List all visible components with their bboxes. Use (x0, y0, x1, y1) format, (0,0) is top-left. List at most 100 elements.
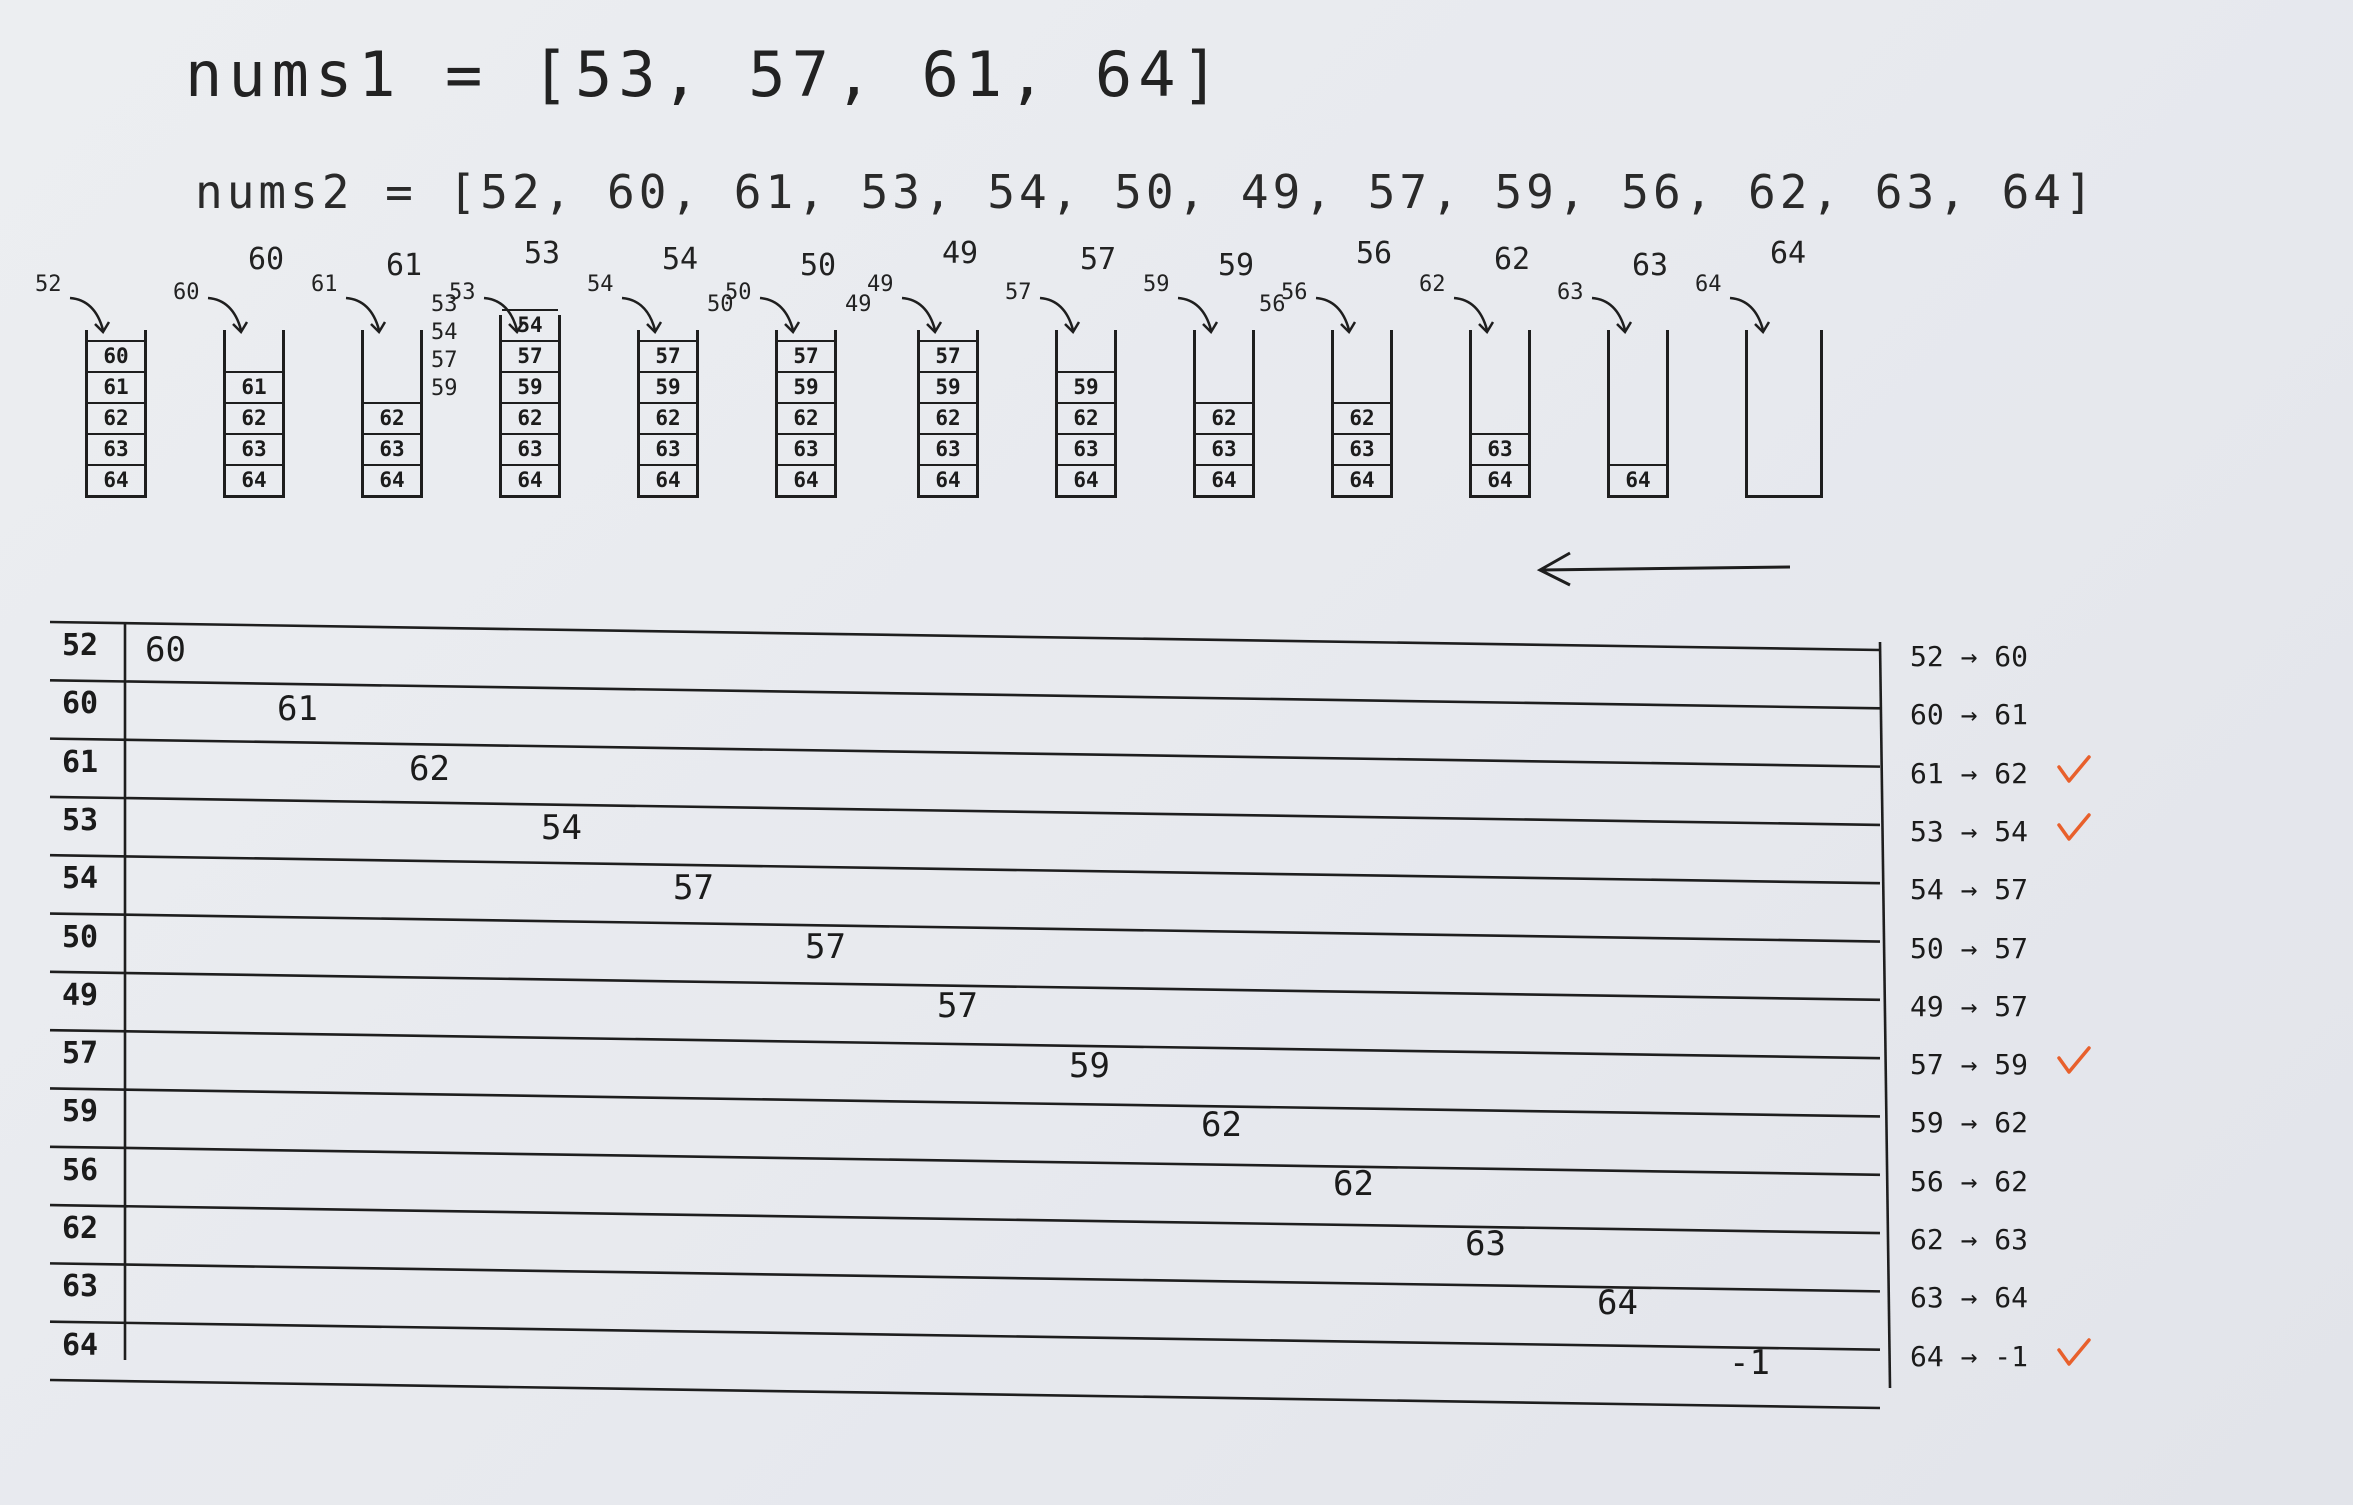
stack-cell: 64 (502, 464, 558, 495)
next-greater-value: 64 (1597, 1283, 1638, 1324)
next-greater-value: 62 (1201, 1105, 1242, 1146)
table-row-line (49, 795, 1881, 827)
stack-side-note: 53 (431, 292, 458, 317)
push-arrow-icon (1315, 296, 1357, 335)
stack-head-label: 59 (1218, 248, 1255, 283)
stack-head-label: 62 (1494, 242, 1531, 277)
stack-cell: 63 (502, 433, 558, 464)
stack-cell: 63 (1196, 433, 1252, 464)
stack-cell: 63 (364, 433, 420, 464)
push-arrow-icon (1177, 296, 1219, 335)
stack-bucket: 64 (1607, 330, 1669, 498)
mapping-entry: 61 → 62 (1910, 756, 2029, 790)
mapping-entry: 52 → 60 (1910, 640, 2029, 673)
mapping-entry: 56 → 62 (1910, 1164, 2029, 1198)
nums1-array: nums1 = [53, 57, 61, 64] (185, 38, 1225, 111)
stack-cell: 54 (502, 309, 558, 340)
stack-cell: 60 (88, 340, 144, 371)
stack-head-label: 54 (662, 242, 699, 277)
stack-cell: 57 (920, 340, 976, 371)
push-arrow-icon (901, 296, 943, 335)
stack-cell: 59 (1058, 371, 1114, 402)
stack-pointer-label: 52 (35, 272, 62, 297)
mapping-entry: 60 → 61 (1910, 698, 2029, 732)
table-row-line (49, 912, 1881, 943)
check-icon (2057, 1046, 2091, 1074)
mapping-entry: 54 → 57 (1910, 873, 2029, 907)
table-row-label: 62 (62, 1211, 99, 1247)
stack-pointer-label: 59 (1143, 272, 1170, 297)
stack-cell: 64 (1334, 464, 1390, 495)
stack-cell: 63 (88, 433, 144, 464)
nums2-array: nums2 = [52, 60, 61, 53, 54, 50, 49, 57,… (195, 165, 2097, 219)
next-greater-value: 54 (541, 808, 582, 849)
stack-pointer-label: 61 (311, 272, 338, 297)
stack-side-note: 49 (845, 292, 872, 317)
stack-head-label: 49 (942, 236, 979, 271)
stack-cell: 62 (920, 402, 976, 433)
stack-head-label: 57 (1080, 242, 1117, 277)
check-icon (2057, 754, 2091, 783)
stack-cell: 62 (1334, 402, 1390, 433)
stack-cell: 64 (920, 464, 976, 495)
push-arrow-icon (759, 296, 801, 335)
stack-cell: 61 (226, 371, 282, 402)
stack-cell: 62 (364, 402, 420, 433)
table-row-line (49, 1203, 1881, 1235)
stack-cell: 64 (1058, 464, 1114, 495)
stack-side-note: 54 (431, 320, 458, 345)
table-row-label: 57 (62, 1036, 99, 1072)
stack-cell: 57 (778, 340, 834, 371)
table-row-label: 53 (62, 802, 99, 838)
stack-cell: 59 (920, 371, 976, 402)
push-arrow-icon (1039, 296, 1081, 335)
mapping-entry: 53 → 54 (1910, 814, 2029, 848)
stack-pointer-label: 50 (725, 280, 752, 305)
mapping-entry: 64 → -1 (1910, 1339, 2029, 1373)
next-greater-value: -1 (1729, 1342, 1770, 1383)
mapping-entry: 57 → 59 (1910, 1048, 2029, 1082)
push-arrow-icon (1591, 296, 1633, 335)
next-greater-value: 57 (805, 926, 846, 967)
stack-cell: 64 (1610, 464, 1666, 495)
stack-cell: 57 (502, 340, 558, 371)
table-row-label: 54 (62, 861, 99, 897)
stack-cell: 64 (364, 464, 420, 495)
stack-head-label: 63 (1632, 248, 1669, 283)
table-row-line (49, 1028, 1881, 1060)
arrow-left-icon (1536, 551, 1791, 587)
stack-cell: 62 (226, 402, 282, 433)
stack-cell: 59 (502, 371, 558, 402)
table-row-line (49, 1378, 1881, 1410)
mapping-entry: 50 → 57 (1910, 931, 2029, 965)
table-row-label: 60 (62, 686, 99, 722)
table-row-label: 56 (62, 1152, 99, 1188)
stack-pointer-label: 53 (449, 280, 476, 305)
table-row-line (49, 1145, 1881, 1177)
stack-head-label: 60 (248, 242, 285, 277)
table-row-label: 64 (62, 1327, 99, 1363)
next-greater-value: 60 (145, 630, 186, 670)
push-arrow-icon (483, 296, 525, 335)
push-arrow-icon (1453, 296, 1495, 335)
mapping-entry: 63 → 64 (1910, 1281, 2029, 1315)
stack-head-label: 56 (1356, 236, 1393, 271)
stack-side-note: 59 (431, 376, 458, 401)
stack-cell: 64 (1196, 464, 1252, 495)
table-row-line (49, 737, 1881, 768)
stack-cell: 62 (778, 402, 834, 433)
table-row-line (49, 853, 1881, 885)
table-row-line (49, 1320, 1881, 1351)
mapping-entry: 49 → 57 (1910, 989, 2029, 1023)
stack-cell: 63 (226, 433, 282, 464)
next-greater-value: 61 (277, 689, 318, 730)
table-row-line (49, 1262, 1881, 1293)
table-row-line (49, 679, 1881, 710)
stack-cell: 59 (778, 371, 834, 402)
